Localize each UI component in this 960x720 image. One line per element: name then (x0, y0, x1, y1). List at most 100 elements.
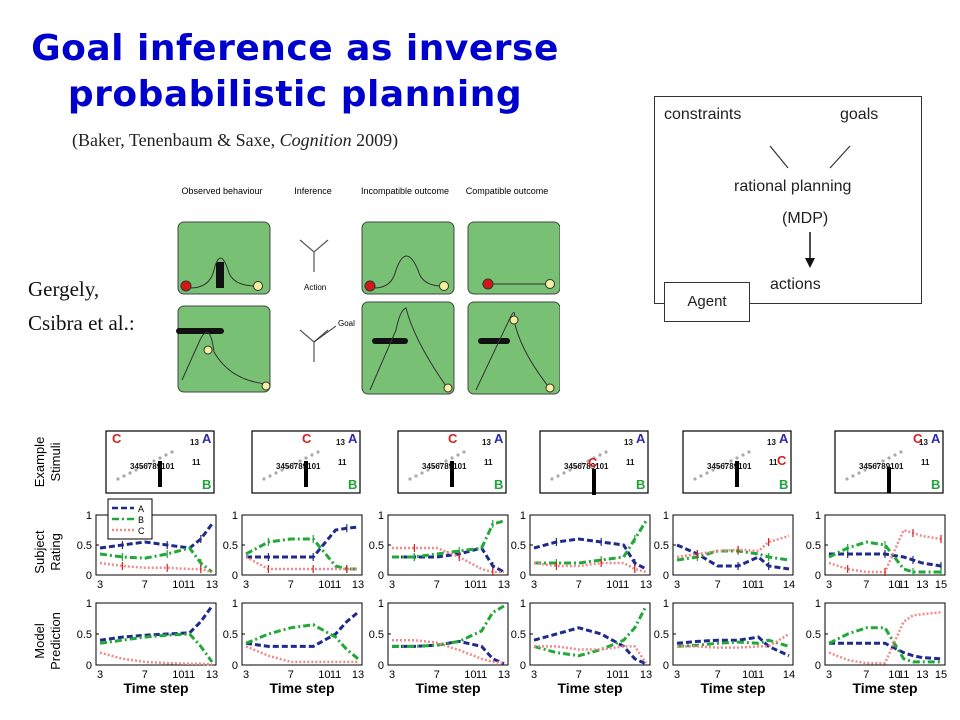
path-dot (580, 462, 584, 466)
y-tick-label: 0.5 (654, 540, 669, 552)
x-tick-label: 13 (640, 669, 652, 681)
y-tick-label: 1 (663, 510, 669, 522)
series-line-b (828, 540, 941, 574)
series-line-c (534, 645, 648, 664)
row-label-example-2: Stimuli (48, 442, 63, 481)
y-tick-label: 1 (815, 510, 821, 522)
wall-1 (216, 262, 224, 288)
stimulus-wall (592, 469, 596, 495)
planning-arrow-head (805, 258, 815, 268)
path-dot (408, 477, 412, 481)
x-tick-label: 3 (97, 669, 103, 681)
path-dot (729, 459, 733, 463)
citation: (Baker, Tenenbaum & Saxe, Cognition 2009… (72, 130, 398, 151)
x-tick-label: 13 (206, 669, 218, 681)
step-numbers: 3456789101 (422, 462, 467, 471)
x-tick-label: 7 (576, 579, 582, 591)
red-ball-1 (180, 280, 192, 292)
goal-c-label: C (112, 431, 122, 446)
panel-observed-1 (177, 221, 271, 295)
x-tick-label: 7 (288, 579, 294, 591)
path-dot (711, 468, 715, 472)
y-tick-label: 1 (378, 510, 384, 522)
path-dot (122, 474, 126, 478)
path-dot (899, 450, 903, 454)
y-tick-label: 0 (815, 660, 821, 672)
path-dot (863, 468, 867, 472)
path-dot (875, 462, 879, 466)
row-label-subject-2: Rating (48, 533, 63, 571)
x-tick-label: 3 (826, 669, 832, 681)
x-tick-label: 3 (531, 579, 537, 591)
legend-label-b: B (138, 515, 144, 525)
x-tick-label: 7 (434, 579, 440, 591)
yellow-ball-6 (443, 383, 453, 393)
x-tick-label: 3 (531, 669, 537, 681)
citation-authors: (Baker, Tenenbaum & Saxe, (72, 130, 280, 150)
series-line-a (829, 641, 942, 661)
y-tick-label: 0 (815, 570, 821, 582)
stimulus-wall (887, 467, 891, 493)
x-tick-label: 13 (916, 669, 928, 681)
goal-a-label: A (931, 431, 941, 446)
x-tick-label: 10 (464, 579, 476, 591)
path-dot (152, 459, 156, 463)
y-tick-label: 0.5 (369, 540, 384, 552)
step-numbers: 3456789101 (707, 462, 752, 471)
goal-a-label: A (494, 431, 504, 446)
goal-a-label: A (202, 431, 212, 446)
path-dot (735, 456, 739, 460)
path-dot (568, 468, 572, 472)
path-dot (857, 471, 861, 475)
yellow-ball-4 (203, 345, 213, 355)
series-line-a (392, 639, 505, 666)
stimulus-wall (450, 461, 454, 487)
x-tick-label: 3 (826, 579, 832, 591)
y-tick-label: 0.5 (511, 629, 526, 641)
path-dot (310, 453, 314, 457)
barrier-2 (372, 338, 408, 344)
path-dot (316, 450, 320, 454)
y-tick-label: 0.5 (806, 629, 821, 641)
y-tick-label: 0 (378, 570, 384, 582)
x-tick-label: 15 (935, 579, 947, 591)
x-tick-label: 10 (318, 669, 330, 681)
series-line-b (245, 623, 359, 660)
series-line-a (533, 626, 647, 666)
path-dot (556, 474, 560, 478)
chase-path-2 (369, 307, 447, 391)
path-dot (699, 474, 703, 478)
gergely-line-1: Gergely, (28, 277, 100, 301)
y-tick-label: 0 (663, 570, 669, 582)
step-number-11: 11 (338, 458, 347, 467)
y-tick-label: 0.5 (369, 629, 384, 641)
action-label: Action (304, 283, 326, 292)
path-dot (286, 465, 290, 469)
yellow-ball-5 (261, 381, 271, 391)
path-dot (604, 450, 608, 454)
step-number-11: 11 (921, 458, 930, 467)
y-tick-label: 0 (520, 660, 526, 672)
x-tick-label: 11 (184, 579, 195, 591)
step-numbers: 3456789101 (130, 462, 175, 471)
path-dot (574, 465, 578, 469)
x-tick-label: 3 (243, 669, 249, 681)
path-dot (705, 471, 709, 475)
x-tick-label: 7 (863, 579, 869, 591)
y-tick-label: 1 (378, 598, 384, 610)
plot-frame (672, 602, 794, 666)
path-dot (845, 477, 849, 481)
panel-compatible-1 (467, 221, 560, 295)
x-tick-label: 10 (606, 669, 618, 681)
legend-label-a: A (138, 504, 144, 514)
x-tick-label: 13 (640, 579, 652, 591)
row-label-model-1: Model (32, 623, 47, 659)
series-line-b (828, 626, 941, 664)
header-inference: Inference (294, 186, 332, 196)
panel-incompatible-1 (361, 221, 455, 295)
